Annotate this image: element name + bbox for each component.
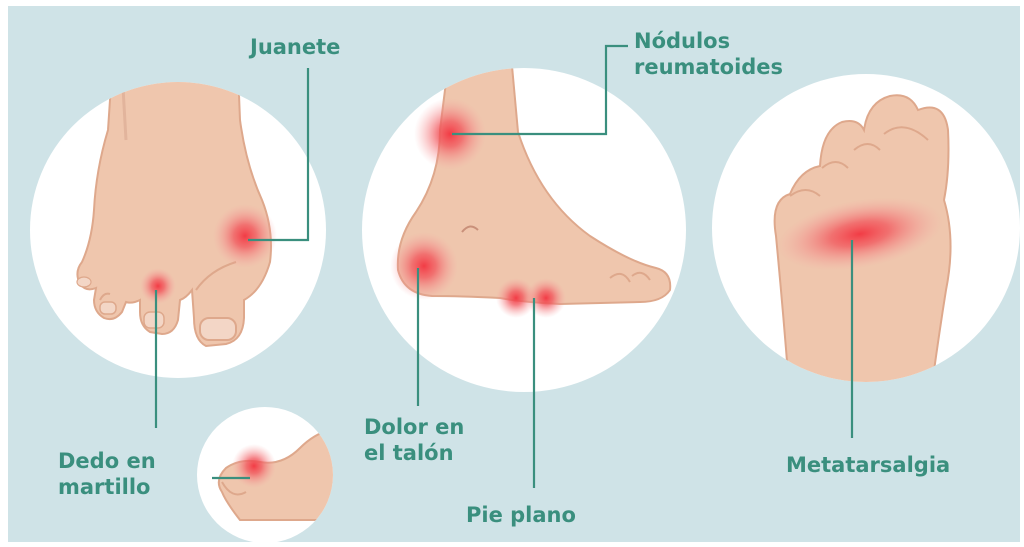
label-juanete: Juanete bbox=[250, 34, 340, 60]
toe-line bbox=[221, 481, 247, 496]
pain-spot-nodules bbox=[414, 98, 486, 170]
toe-line bbox=[609, 272, 631, 283]
pain-spot-bunion bbox=[213, 204, 277, 268]
toenail bbox=[143, 311, 165, 329]
label-dedo-martillo: Dedo en martillo bbox=[58, 448, 258, 500]
foot-top-view-icon bbox=[76, 82, 272, 348]
toenail bbox=[99, 301, 117, 315]
pain-spot-flat-foot bbox=[496, 278, 536, 318]
leader-juanete bbox=[248, 68, 310, 242]
leader-nodulos bbox=[452, 44, 628, 136]
pain-spot-heel bbox=[390, 232, 458, 300]
label-nodulos-line1: Nódulos bbox=[634, 29, 731, 53]
toenail bbox=[76, 276, 92, 288]
foot-shadow-line bbox=[120, 82, 128, 141]
label-nodulos-line2: reumatoides bbox=[634, 55, 784, 79]
toe-line bbox=[853, 143, 881, 151]
label-dolor-talon: Dolor en el talón bbox=[364, 414, 464, 466]
toe-line bbox=[883, 126, 929, 141]
pain-spot-metatarsal bbox=[777, 197, 943, 271]
label-pie-plano-text: Pie plano bbox=[466, 503, 576, 527]
toe-line bbox=[789, 189, 821, 197]
label-pie-plano: Pie plano bbox=[466, 502, 576, 528]
toe-line bbox=[631, 271, 651, 281]
ankle-bone-line bbox=[461, 225, 479, 233]
pain-spot-flat-foot bbox=[526, 278, 566, 318]
label-nodulos: Nódulos reumatoides bbox=[634, 28, 783, 80]
label-juanete-text: Juanete bbox=[250, 35, 341, 59]
label-dedo-line2: martillo bbox=[58, 475, 151, 499]
toe-crease-small bbox=[99, 292, 111, 301]
label-metatarsalgia: Metatarsalgia bbox=[786, 452, 950, 478]
label-dolor-line1: Dolor en bbox=[364, 415, 465, 439]
toe-line bbox=[821, 161, 849, 169]
label-dolor-line2: el talón bbox=[364, 441, 454, 465]
pain-spot-hammer-toe bbox=[140, 268, 176, 304]
big-toenail bbox=[199, 317, 237, 341]
label-metatarsalgia-text: Metatarsalgia bbox=[786, 453, 951, 477]
label-dedo-line1: Dedo en bbox=[58, 449, 156, 473]
leader-lines bbox=[154, 44, 854, 488]
